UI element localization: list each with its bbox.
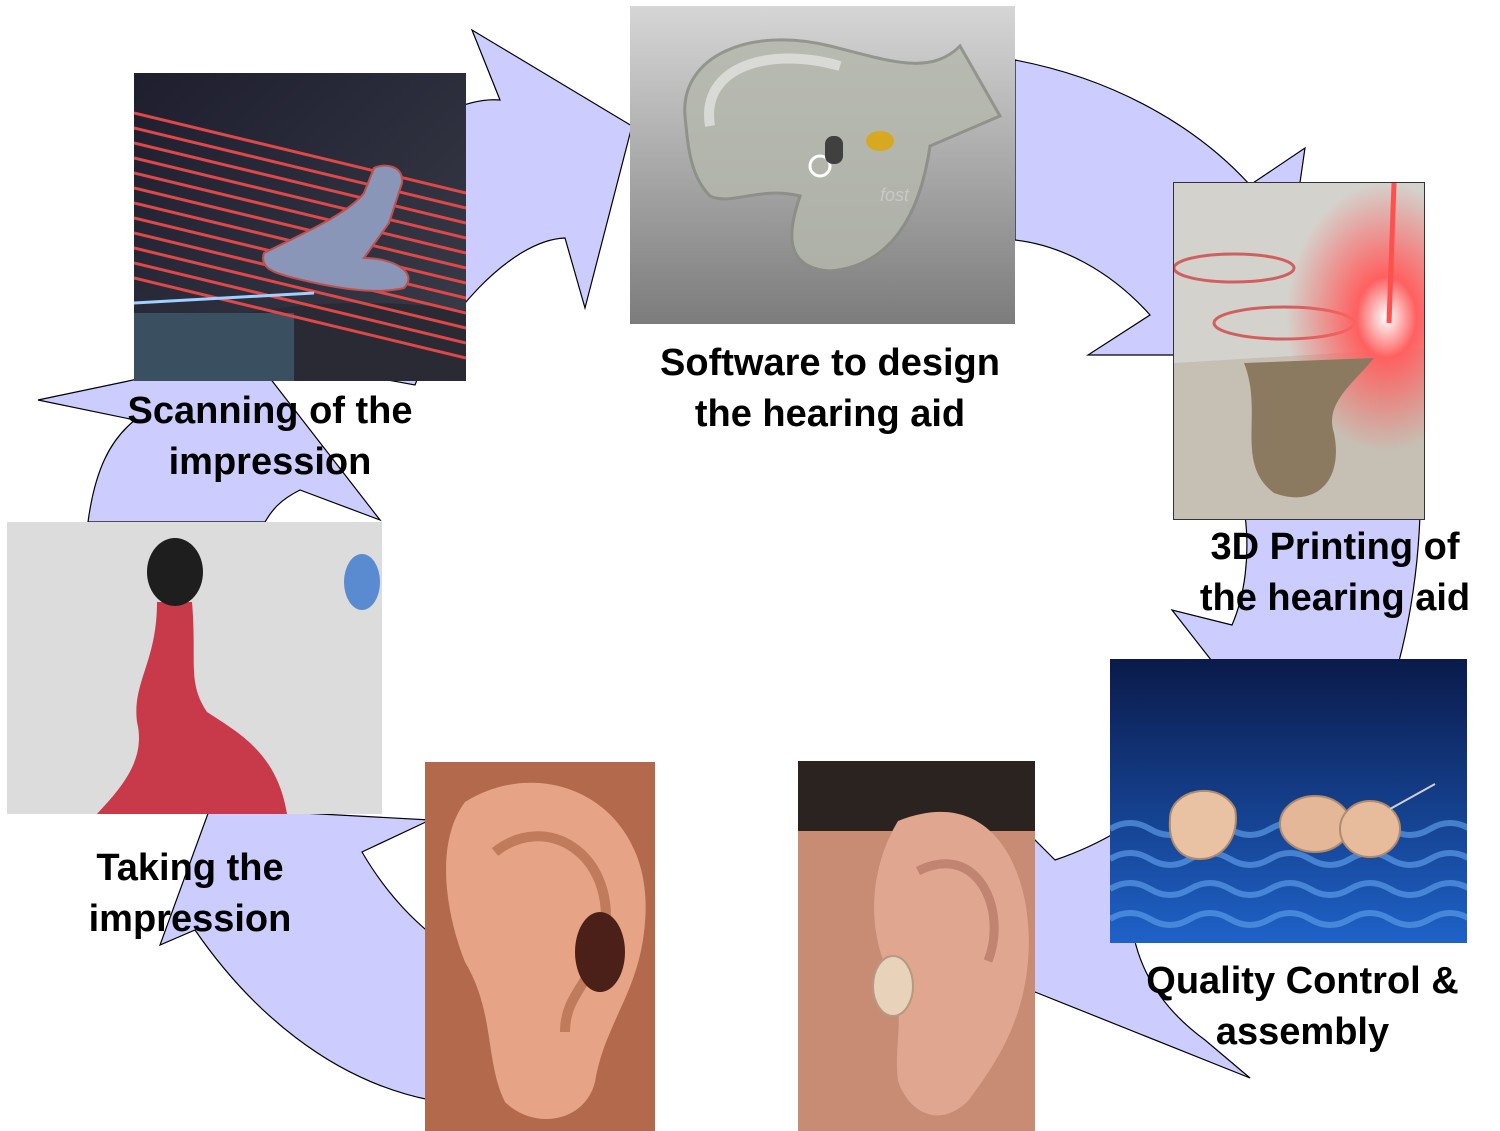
ear-photo <box>425 762 655 1131</box>
arrow-taking-to-scanning <box>37 354 382 523</box>
step-label-quality: Quality Control & assembly <box>1146 960 1459 1053</box>
step-label-printing: 3D Printing of the hearing aid <box>1199 526 1471 619</box>
svg-text:fost: fost <box>880 185 910 205</box>
arrow-ear-to-taking <box>158 807 433 1101</box>
step-label-scanning: Scanning of the impression <box>127 390 413 483</box>
ear-with-hearing-aid-photo <box>798 761 1035 1131</box>
3d-printing-photo <box>1173 182 1425 520</box>
hearing-aid-shells-photo <box>1110 659 1467 943</box>
cad-software-photo: fost <box>630 6 1015 324</box>
ear-impression-photo <box>7 522 382 814</box>
step-label-taking: Taking the impression <box>88 847 292 940</box>
step-label-software: Software to design the hearing aid <box>660 342 1000 435</box>
laser-scanning-photo <box>134 73 466 381</box>
